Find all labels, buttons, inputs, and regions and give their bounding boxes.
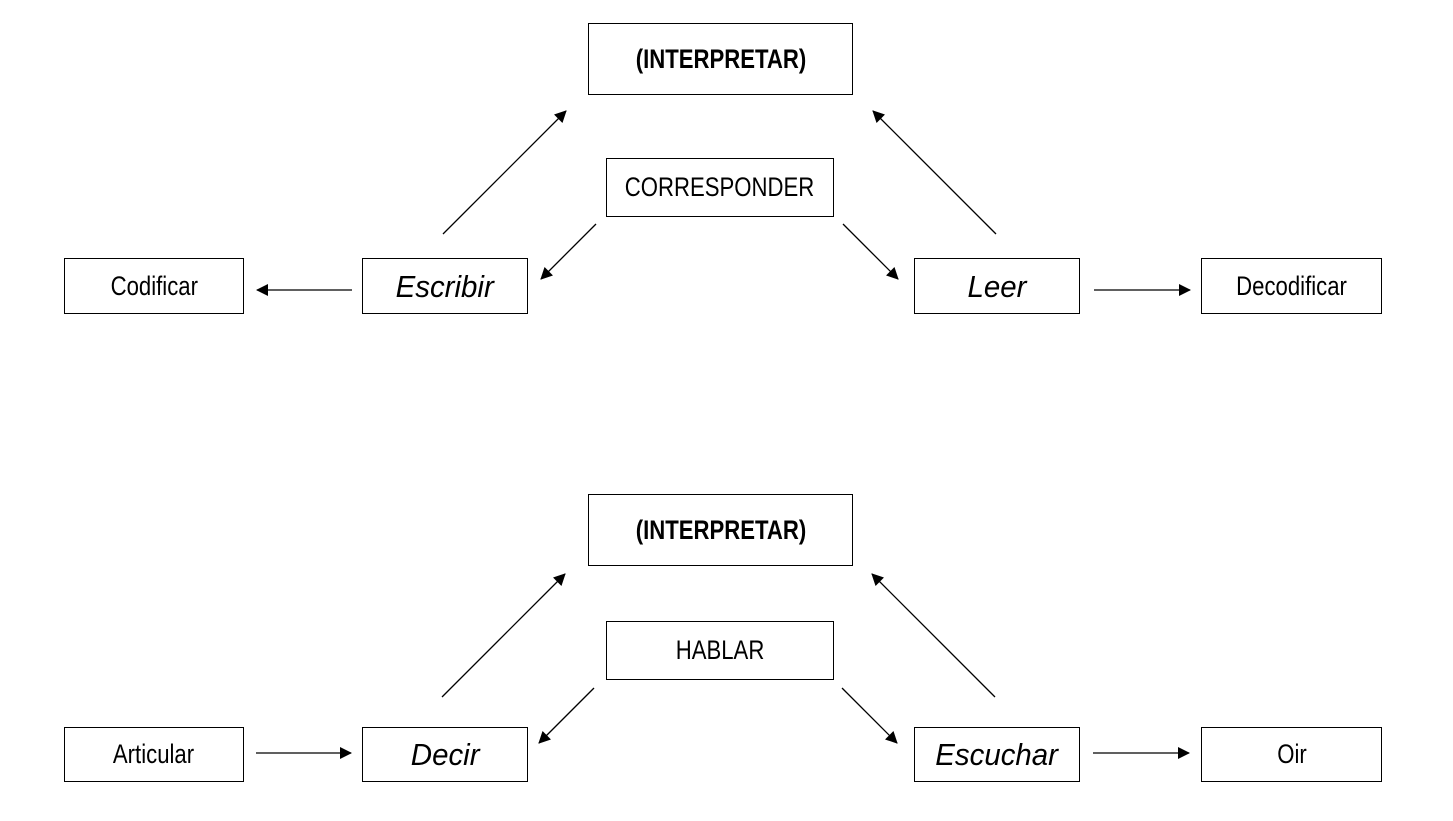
- arrow-decir-to-interpretar: [441, 573, 566, 698]
- arrow-escribir-to-interpretar: [442, 110, 567, 235]
- escuchar-box: Escuchar: [914, 727, 1080, 782]
- escribir-label: Escribir: [395, 268, 495, 304]
- interpretar-label-2: (INTERPRETAR): [635, 514, 806, 545]
- arrow-escuchar-to-interpretar: [871, 573, 996, 698]
- leer-box: Leer: [914, 258, 1080, 314]
- oir-label: Oir: [1276, 739, 1307, 769]
- corresponder-label: CORRESPONDER: [625, 172, 815, 202]
- articular-label: Articular: [113, 739, 195, 769]
- decir-label: Decir: [410, 737, 480, 772]
- decir-box: Decir: [362, 727, 528, 782]
- hablar-box: HABLAR: [606, 621, 834, 680]
- codificar-label: Codificar: [110, 270, 198, 301]
- decodificar-label: Decodificar: [1236, 270, 1347, 301]
- articular-box: Articular: [64, 727, 244, 782]
- codificar-box: Codificar: [64, 258, 244, 314]
- leer-label: Leer: [967, 268, 1027, 304]
- arrow-corresponder-to-escribir: [540, 223, 597, 280]
- escuchar-label: Escuchar: [935, 737, 1059, 772]
- interpretar-box-2: (INTERPRETAR): [588, 494, 853, 566]
- interpretar-box-1: (INTERPRETAR): [588, 23, 853, 95]
- corresponder-box: CORRESPONDER: [606, 158, 834, 217]
- escribir-box: Escribir: [362, 258, 528, 314]
- hablar-label: HABLAR: [675, 635, 765, 665]
- decodificar-box: Decodificar: [1201, 258, 1382, 314]
- oir-box: Oir: [1201, 727, 1382, 782]
- arrow-hablar-to-decir: [538, 687, 595, 744]
- arrow-leer-to-interpretar: [872, 110, 997, 235]
- arrow-corresponder-to-leer: [842, 223, 899, 280]
- interpretar-label-1: (INTERPRETAR): [635, 43, 806, 74]
- arrow-hablar-to-escuchar: [841, 687, 898, 744]
